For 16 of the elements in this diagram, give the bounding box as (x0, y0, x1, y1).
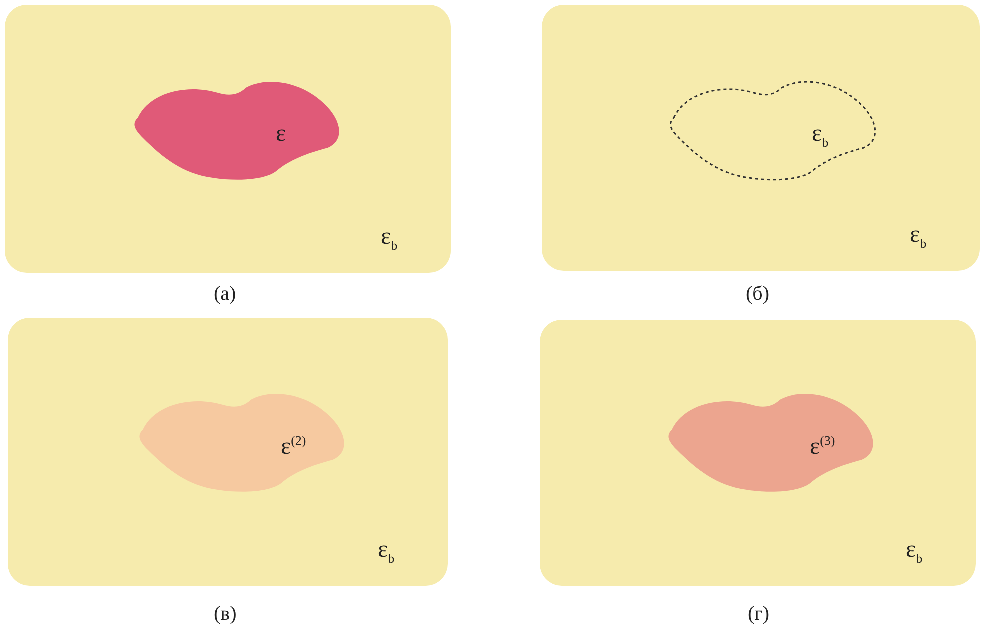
panel-background (542, 5, 980, 271)
panel-caption: (б) (746, 284, 770, 304)
epsilon-label: ε$_{b}$ (378, 538, 395, 565)
panel-caption: (а) (214, 284, 236, 304)
panel-caption: (в) (214, 604, 237, 624)
epsilon-label: ε$_{b}$ (906, 538, 923, 565)
panel-background (540, 320, 976, 586)
epsilon-label: ε (276, 122, 286, 146)
epsilon-label: ε$_{b}$ (910, 223, 927, 250)
epsilon-label: ε$_{b}$ (812, 122, 829, 149)
epsilon-label: ε$^{(2)}$ (281, 434, 306, 459)
epsilon-label: ε$^{(3)}$ (810, 434, 836, 459)
panel-background (8, 318, 448, 586)
epsilon-label: ε$_{b}$ (381, 225, 398, 252)
panel-caption: (г) (748, 604, 770, 624)
panel-background (5, 5, 451, 273)
